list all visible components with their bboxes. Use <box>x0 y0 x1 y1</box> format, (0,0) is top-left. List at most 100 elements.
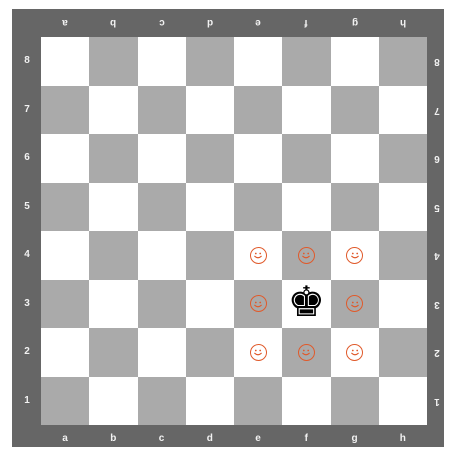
file-label-top-d: d <box>186 17 234 27</box>
file-label-top-e: e <box>234 17 282 27</box>
file-label-bottom-b: b <box>89 434 137 444</box>
square-f4[interactable] <box>282 231 330 280</box>
rank-label-left-2: 2 <box>17 347 37 357</box>
square-c1[interactable] <box>138 377 186 426</box>
file-label-bottom-c: c <box>138 434 186 444</box>
square-a2[interactable] <box>41 328 89 377</box>
square-e1[interactable] <box>234 377 282 426</box>
square-h4[interactable] <box>379 231 427 280</box>
square-b8[interactable] <box>89 37 137 86</box>
rank-label-left-1: 1 <box>17 396 37 406</box>
square-f8[interactable] <box>282 37 330 86</box>
square-b5[interactable] <box>89 183 137 232</box>
rank-label-right-4: 4 <box>427 250 447 260</box>
file-label-top-c: c <box>138 17 186 27</box>
square-h1[interactable] <box>379 377 427 426</box>
file-label-top-h: h <box>379 17 427 27</box>
smiley-move-marker-icon[interactable] <box>298 344 315 361</box>
square-c3[interactable] <box>138 280 186 329</box>
smiley-move-marker-icon[interactable] <box>250 344 267 361</box>
square-f7[interactable] <box>282 86 330 135</box>
square-d4[interactable] <box>186 231 234 280</box>
square-e3[interactable] <box>234 280 282 329</box>
black-king-piece[interactable]: ♚ <box>288 281 326 323</box>
file-label-top-a: a <box>41 17 89 27</box>
square-a4[interactable] <box>41 231 89 280</box>
square-e7[interactable] <box>234 86 282 135</box>
file-label-bottom-h: h <box>379 434 427 444</box>
smiley-move-marker-icon[interactable] <box>250 295 267 312</box>
square-b6[interactable] <box>89 134 137 183</box>
square-g2[interactable] <box>331 328 379 377</box>
square-b3[interactable] <box>89 280 137 329</box>
rank-label-left-5: 5 <box>17 202 37 212</box>
square-d3[interactable] <box>186 280 234 329</box>
square-a7[interactable] <box>41 86 89 135</box>
square-h8[interactable] <box>379 37 427 86</box>
rank-label-right-2: 2 <box>427 347 447 357</box>
file-label-bottom-e: e <box>234 434 282 444</box>
square-f2[interactable] <box>282 328 330 377</box>
square-e4[interactable] <box>234 231 282 280</box>
square-c4[interactable] <box>138 231 186 280</box>
smiley-move-marker-icon[interactable] <box>346 344 363 361</box>
square-d5[interactable] <box>186 183 234 232</box>
square-h7[interactable] <box>379 86 427 135</box>
square-f3[interactable]: ♚ <box>282 280 330 329</box>
rank-label-left-3: 3 <box>17 299 37 309</box>
square-e8[interactable] <box>234 37 282 86</box>
square-c2[interactable] <box>138 328 186 377</box>
square-g1[interactable] <box>331 377 379 426</box>
square-e2[interactable] <box>234 328 282 377</box>
square-c5[interactable] <box>138 183 186 232</box>
square-h6[interactable] <box>379 134 427 183</box>
square-g7[interactable] <box>331 86 379 135</box>
square-h3[interactable] <box>379 280 427 329</box>
square-f1[interactable] <box>282 377 330 426</box>
square-c7[interactable] <box>138 86 186 135</box>
square-g5[interactable] <box>331 183 379 232</box>
square-g6[interactable] <box>331 134 379 183</box>
square-h2[interactable] <box>379 328 427 377</box>
square-a6[interactable] <box>41 134 89 183</box>
file-label-top-b: b <box>89 17 137 27</box>
square-e5[interactable] <box>234 183 282 232</box>
square-f5[interactable] <box>282 183 330 232</box>
square-b4[interactable] <box>89 231 137 280</box>
rank-label-right-8: 8 <box>427 56 447 66</box>
rank-label-right-1: 1 <box>427 396 447 406</box>
square-a3[interactable] <box>41 280 89 329</box>
file-label-top-g: g <box>331 17 379 27</box>
square-f6[interactable] <box>282 134 330 183</box>
square-c8[interactable] <box>138 37 186 86</box>
smiley-move-marker-icon[interactable] <box>250 247 267 264</box>
square-g4[interactable] <box>331 231 379 280</box>
smiley-move-marker-icon[interactable] <box>346 247 363 264</box>
file-label-bottom-a: a <box>41 434 89 444</box>
square-b2[interactable] <box>89 328 137 377</box>
square-g8[interactable] <box>331 37 379 86</box>
chessboard[interactable]: ♚ <box>41 37 427 425</box>
square-d7[interactable] <box>186 86 234 135</box>
square-d1[interactable] <box>186 377 234 426</box>
square-d8[interactable] <box>186 37 234 86</box>
rank-label-right-6: 6 <box>427 153 447 163</box>
square-a5[interactable] <box>41 183 89 232</box>
square-g3[interactable] <box>331 280 379 329</box>
square-b7[interactable] <box>89 86 137 135</box>
smiley-move-marker-icon[interactable] <box>346 295 363 312</box>
rank-label-left-6: 6 <box>17 153 37 163</box>
rank-label-left-4: 4 <box>17 250 37 260</box>
square-b1[interactable] <box>89 377 137 426</box>
square-c6[interactable] <box>138 134 186 183</box>
square-a8[interactable] <box>41 37 89 86</box>
rank-label-left-7: 7 <box>17 105 37 115</box>
square-h5[interactable] <box>379 183 427 232</box>
square-a1[interactable] <box>41 377 89 426</box>
smiley-move-marker-icon[interactable] <box>298 247 315 264</box>
square-e6[interactable] <box>234 134 282 183</box>
square-d2[interactable] <box>186 328 234 377</box>
square-d6[interactable] <box>186 134 234 183</box>
file-label-bottom-g: g <box>331 434 379 444</box>
rank-label-left-8: 8 <box>17 56 37 66</box>
